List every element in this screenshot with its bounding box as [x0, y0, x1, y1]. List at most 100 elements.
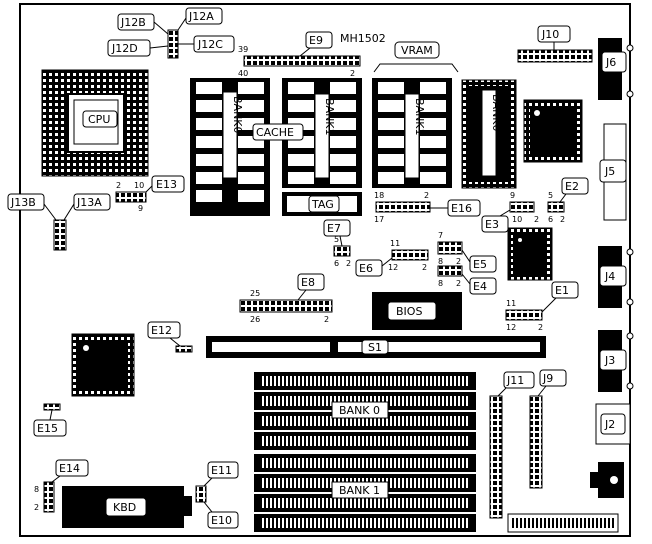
bios-chip: BIOS — [372, 292, 462, 330]
e4-pin-2: 2 — [456, 279, 461, 288]
e9-pin-39: 39 — [238, 45, 248, 54]
simm-bank0-label: BANK 0 — [339, 404, 380, 417]
s1-label: S1 — [368, 341, 382, 354]
cpu-label: CPU — [88, 113, 110, 126]
video-controller-chip — [523, 99, 583, 163]
cpu-socket: CPU — [41, 69, 149, 177]
e14-label-box — [55, 459, 89, 477]
e13-label-box — [151, 175, 185, 193]
keyboard-din-connector — [590, 462, 624, 498]
e7-pin-5: 5 — [334, 235, 339, 244]
e16-pin-2: 2 — [424, 191, 429, 200]
e10-label-box — [207, 511, 239, 529]
e8-pin-25: 25 — [250, 289, 260, 298]
vram-bank0-label: BANK0 — [490, 94, 503, 132]
e3-pin-9: 9 — [510, 191, 515, 200]
j3-label: J3 — [604, 354, 615, 367]
j12a-label-box — [185, 7, 223, 25]
e7-pin-6: 6 — [334, 259, 339, 268]
e1-label-box — [551, 281, 579, 299]
e10-label: E10 — [211, 514, 232, 527]
e6-pin-12: 12 — [388, 263, 398, 272]
tag-label-box — [308, 195, 340, 213]
e8-header — [239, 299, 333, 313]
e3-pin-10: 10 — [512, 215, 522, 224]
e4-label: E4 — [473, 280, 487, 293]
cache-bank1 — [282, 78, 362, 188]
e6-header — [391, 249, 429, 261]
j6-connector: J6 — [598, 38, 634, 100]
support-chip — [507, 227, 553, 281]
kbd-label: KBD — [113, 501, 136, 514]
e6-pin-2: 2 — [422, 263, 427, 272]
e13-pin-9: 9 — [138, 204, 143, 213]
j13b-label-box — [7, 193, 45, 211]
e1-pin-12: 12 — [506, 323, 516, 332]
e1-label: E1 — [555, 284, 569, 297]
j11-label-box — [503, 371, 535, 389]
e5-label: E5 — [473, 258, 487, 271]
simm-bank1: BANK 1 — [254, 454, 476, 532]
e8-label: E8 — [301, 276, 315, 289]
j5-label: J5 — [604, 165, 615, 178]
j9-header — [529, 395, 543, 489]
vram-label-box — [394, 41, 440, 59]
e12-header — [175, 345, 193, 353]
j4-connector: J4 — [598, 246, 634, 308]
j12-header — [167, 29, 179, 59]
cache-label-box — [252, 123, 304, 141]
e9-pin-2: 2 — [350, 69, 355, 78]
e12-label-box — [147, 321, 181, 339]
j11-header — [489, 395, 503, 519]
e16-header — [375, 201, 431, 213]
j12d-label: J12D — [111, 42, 138, 55]
cache-label: CACHE — [256, 126, 294, 139]
e12-label: E12 — [151, 324, 172, 337]
e2-pin-6: 6 — [548, 215, 553, 224]
j13a-label-box — [73, 193, 111, 211]
j13a-label: J13A — [76, 196, 102, 209]
e14-pin-2: 2 — [34, 503, 39, 512]
vram-bank1-label: BANK1 — [413, 98, 426, 136]
e1-header — [505, 309, 543, 321]
e6-label-box — [355, 259, 383, 277]
e15-header — [43, 403, 61, 411]
e5-pin-8: 8 — [438, 257, 443, 266]
e14-header — [43, 481, 55, 513]
e5-pin-2: 2 — [456, 257, 461, 266]
kbd-controller: KBD — [62, 486, 192, 528]
e7-label-box — [323, 219, 351, 237]
e9-header — [243, 55, 361, 67]
e9-pin-40: 40 — [238, 69, 248, 78]
e9-label-box — [305, 31, 333, 49]
e13-pin-2: 2 — [116, 181, 121, 190]
e1-pin-11: 11 — [506, 299, 516, 308]
e16-label: E16 — [451, 202, 472, 215]
j6-label: J6 — [605, 56, 616, 69]
j13b-label: J13B — [10, 196, 36, 209]
e15-label: E15 — [37, 422, 58, 435]
e2-pin-2: 2 — [560, 215, 565, 224]
board-outline — [19, 3, 631, 537]
vram-bank1 — [372, 78, 452, 188]
e3-label-box — [481, 215, 509, 233]
bios-label: BIOS — [396, 305, 422, 318]
e6-label: E6 — [359, 262, 373, 275]
e2-label-box — [561, 177, 589, 195]
e14-label: E14 — [59, 462, 80, 475]
e2-header — [547, 201, 565, 213]
e2-pin-5: 5 — [548, 191, 553, 200]
e8-pin-2: 2 — [324, 315, 329, 324]
j11-label: J11 — [506, 374, 524, 387]
cache-bank1-label: BANK1 — [323, 98, 336, 136]
j2-connector: J2 — [595, 403, 631, 445]
e6-pin-11: 11 — [390, 239, 400, 248]
e8-label-box — [297, 273, 325, 291]
e7-header — [333, 245, 351, 257]
e7-label: E7 — [327, 222, 341, 235]
e2-label: E2 — [565, 180, 579, 193]
e5-pin-7: 7 — [438, 231, 443, 240]
e4-pin-8: 8 — [438, 279, 443, 288]
e13-pin-10: 10 — [134, 181, 144, 190]
